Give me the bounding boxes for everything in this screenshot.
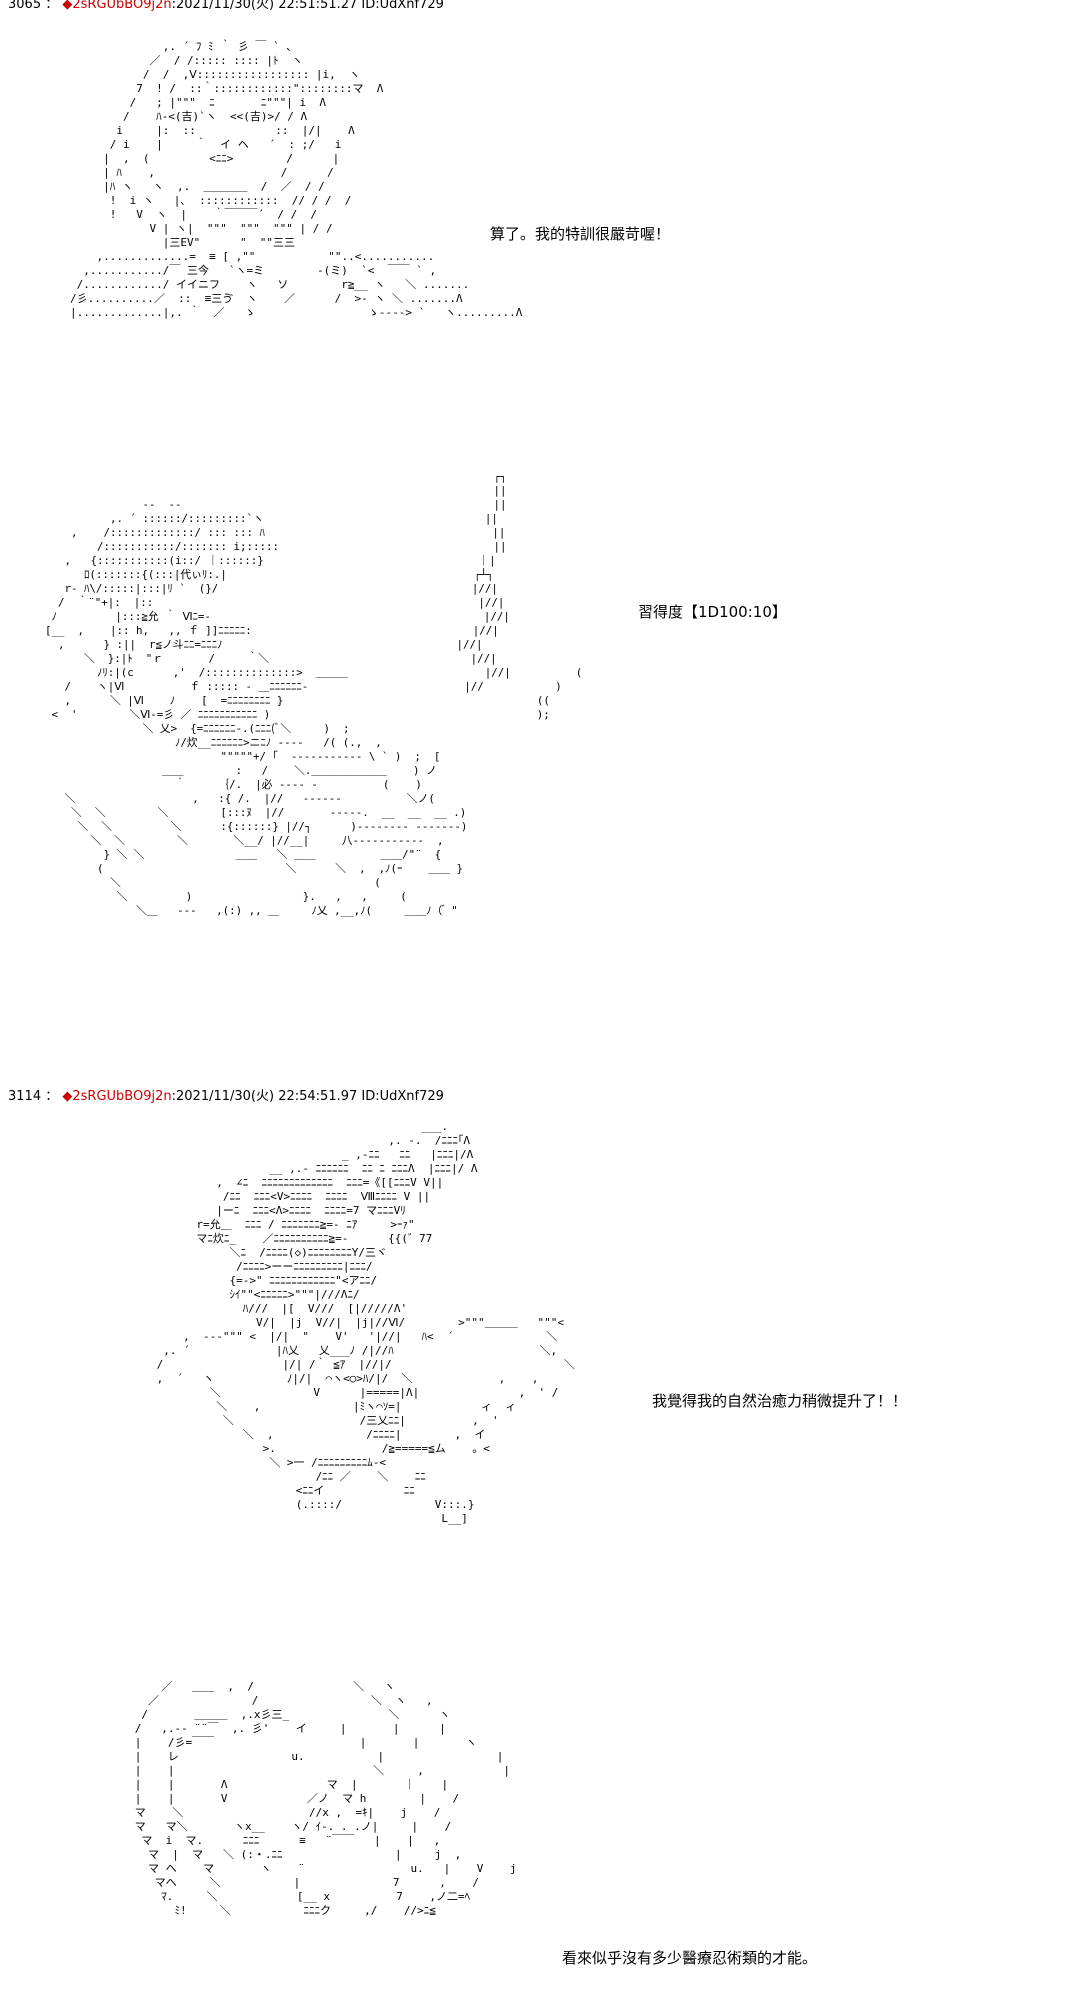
post-meta: :2021/11/30(火) 22:54:51.97 ID:UdXnf729: [171, 1089, 444, 1104]
poster-trip[interactable]: 2sRGUbBO9j2n: [72, 0, 172, 12]
post-header: 3114 ： ◆2sRGUbBO9j2n:2021/11/30(火) 22:54…: [8, 1085, 444, 1104]
post-number: 3114: [8, 1089, 42, 1104]
dialogue-text: 習得度【1D100:10】: [638, 603, 787, 621]
ascii-art-panel: ,. ´ ﾌ ﾐ ｀ 彡 ￣ ` 、 ／ / /::::: :::: |ﾄ ヽ …: [70, 40, 523, 319]
trip-diamond-icon: ◆: [62, 1089, 73, 1104]
post-separator: ：: [45, 1089, 59, 1104]
post-header: 3065 ： ◆2sRGUbBO9j2n:2021/11/30(火) 22:51…: [8, 0, 444, 12]
trip-diamond-icon: ◆: [62, 0, 73, 12]
dialogue-text: 我覺得我的自然治癒力稍微提升了！！: [652, 1392, 908, 1410]
poster-trip[interactable]: 2sRGUbBO9j2n: [72, 1089, 172, 1104]
post-meta: :2021/11/30(火) 22:51:51.27 ID:UdXnf729: [171, 0, 444, 12]
ascii-art-panel: ___. ,. -. /ﾆﾆﾆ｢Λ _ ,-ﾆﾆ ﾆﾆ |ﾆﾆﾆ|/Λ __ ,…: [156, 1120, 575, 1525]
ascii-art-panel: ／ ＿＿ , / ＼ ヽ ／ / ＼ ヽ , / ＿＿＿ ,.x彡三_ ＼ ヽ …: [134, 1680, 517, 1917]
ascii-art-panel: ┌┐ || -- -- || ,. ´ ::::::/:::::::::`ヽ: [45, 470, 583, 917]
dialogue-text: 看來似乎沒有多少醫療忍術類的才能。: [562, 1949, 818, 1967]
post-separator: ：: [45, 0, 59, 12]
dialogue-text: 算了。我的特訓很嚴苛喔！: [490, 225, 671, 243]
post-number: 3065: [8, 0, 42, 12]
